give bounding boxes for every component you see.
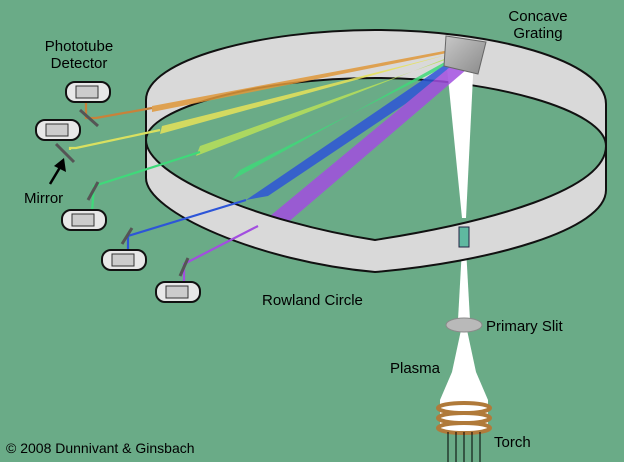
grating-label: Concave Grating — [498, 8, 578, 42]
mirror-icon — [178, 257, 190, 277]
torch — [436, 372, 492, 462]
torch-tubes — [447, 432, 481, 462]
mirrors — [54, 108, 190, 277]
primary-slit-label: Primary Slit — [486, 318, 563, 335]
grating-label-line1: Concave — [508, 8, 568, 25]
white-beam — [446, 56, 476, 372]
mirror-icon — [54, 142, 76, 164]
phototube-icon — [65, 81, 111, 103]
plasma-label: Plasma — [390, 360, 441, 377]
detector-label-line1: Phototube — [44, 38, 114, 55]
phototube-icon — [155, 281, 201, 303]
ring-front-face — [145, 139, 607, 274]
beam-upper — [446, 56, 474, 218]
rowland-circle-label: Rowland Circle — [262, 292, 363, 309]
phototube-detectors — [35, 81, 201, 303]
beam-blue — [246, 58, 474, 200]
mirror-icon — [86, 181, 100, 201]
copyright-text: © 2008 Dunnivant & Ginsbach — [6, 440, 195, 456]
detector-label: Phototube Detector — [34, 38, 124, 72]
beam-mid — [458, 248, 470, 320]
mirror-icon — [120, 227, 134, 245]
slit-icon — [445, 317, 483, 333]
filter-icon — [458, 226, 470, 248]
beam-orange — [152, 48, 460, 112]
phototube-icon — [101, 249, 147, 271]
detector-label-line2: Detector — [50, 55, 108, 72]
spectrum-beams — [152, 48, 480, 226]
concave-grating-icon — [443, 35, 487, 75]
mirror-icon — [79, 108, 99, 128]
beam-lower — [452, 330, 476, 372]
mirror-label: Mirror — [24, 190, 64, 207]
torch-label: Torch — [494, 434, 531, 451]
grating-label-line2: Grating — [513, 25, 563, 42]
beam-violet — [258, 58, 480, 226]
phototube-icon — [35, 119, 81, 141]
mirror-arrow — [48, 158, 66, 185]
phototube-icon — [61, 209, 107, 231]
